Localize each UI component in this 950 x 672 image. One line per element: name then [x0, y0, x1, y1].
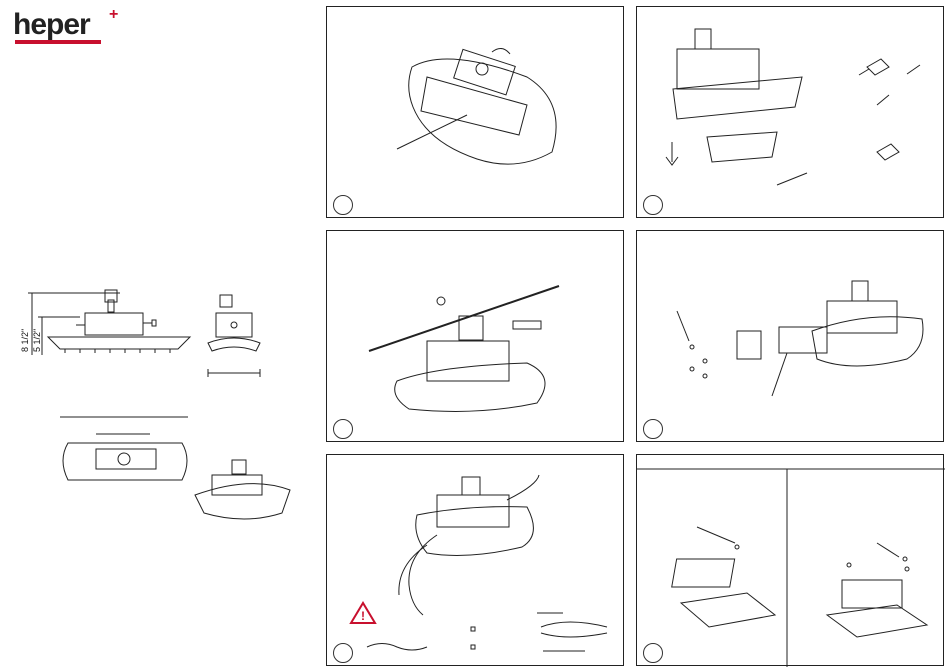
iso-view-drawing — [195, 460, 290, 519]
step-number-3 — [333, 419, 353, 439]
brand-logo: heper + — [13, 10, 123, 46]
front-view-drawing — [208, 295, 260, 377]
warning-triangle-icon: ! — [351, 603, 375, 623]
step-panel-6 — [636, 454, 944, 666]
push-arrow-icon — [666, 142, 678, 165]
step-number-6 — [643, 643, 663, 663]
body-height-label: 5 1/2" — [32, 329, 42, 352]
step-panel-2 — [636, 6, 944, 218]
mounting-plate-icon — [672, 527, 775, 627]
step-number-5 — [333, 643, 353, 663]
step-number-4 — [643, 419, 663, 439]
luminaire-drawing-2 — [666, 29, 920, 185]
dimension-drawings — [20, 285, 320, 525]
brand-name: heper — [13, 10, 90, 40]
svg-text:!: ! — [361, 609, 365, 623]
brand-underline — [15, 40, 101, 44]
mounting-plate-drawing-2 — [827, 543, 927, 637]
step-number-2 — [643, 195, 663, 215]
luminaire-drawing-3 — [369, 286, 559, 411]
step-panel-1 — [326, 6, 624, 218]
rotation-arrow-icon — [492, 48, 510, 54]
step-panel-5: ! — [326, 454, 624, 666]
brand-plus-mark: + — [109, 6, 118, 24]
top-view-drawing — [60, 417, 188, 480]
step-panel-4 — [636, 230, 944, 442]
luminaire-drawing-5 — [399, 475, 539, 615]
wire-connector-drawings — [367, 613, 607, 651]
side-view-drawing — [28, 290, 190, 355]
step-panel-3 — [326, 230, 624, 442]
luminaire-drawing-4 — [677, 281, 923, 396]
overall-height-label: 8 1/2" — [20, 329, 30, 352]
screw-icon — [690, 345, 694, 349]
luminaire-drawing-1 — [397, 48, 556, 164]
step-number-1 — [333, 195, 353, 215]
